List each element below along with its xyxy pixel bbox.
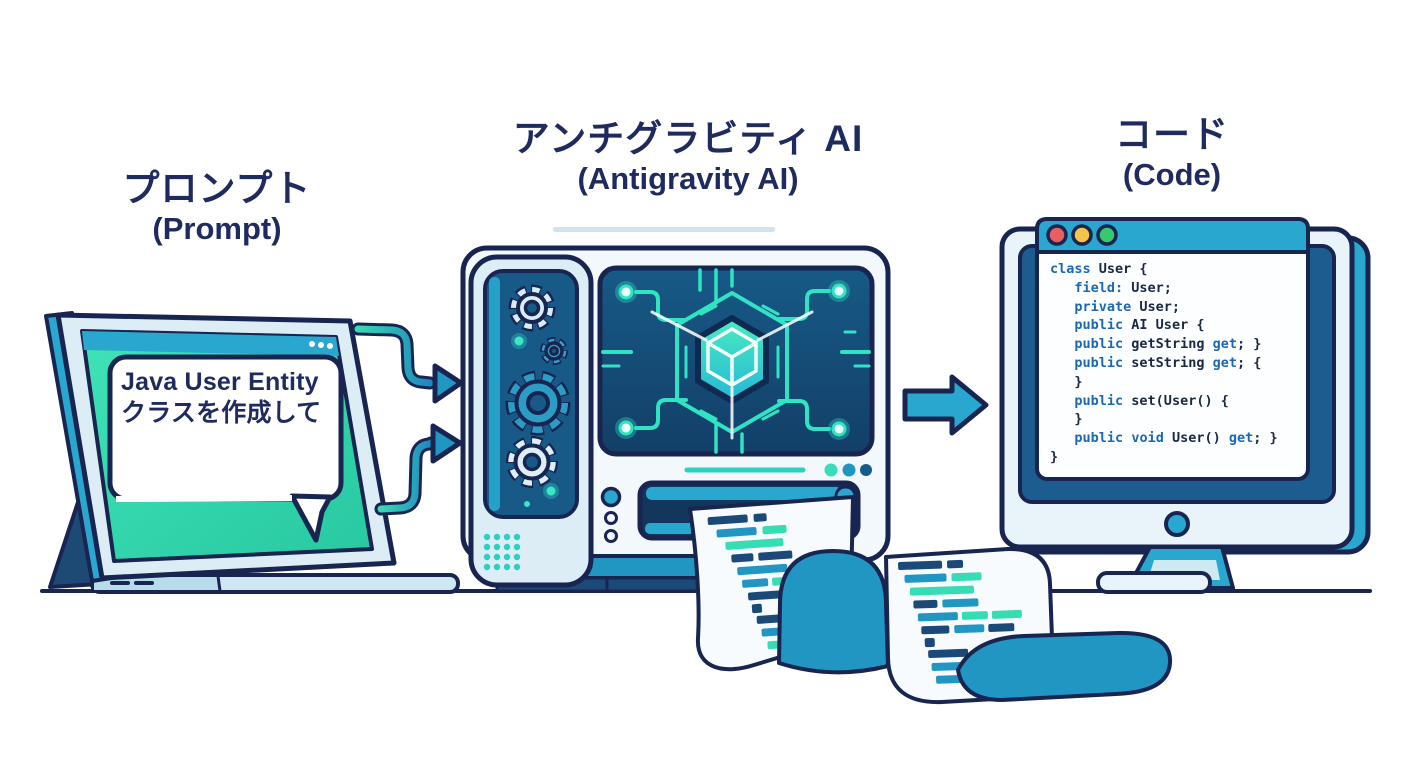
code-title-en: (Code) bbox=[1122, 156, 1222, 192]
ai-title-ja: アンチグラビティ AI bbox=[512, 118, 864, 159]
gear-tower bbox=[468, 254, 594, 588]
titlebar-dot-icon bbox=[309, 341, 315, 347]
ribbon-curl-end bbox=[956, 630, 1173, 702]
titlebar-dot-icon bbox=[327, 343, 333, 349]
code-line: } bbox=[1050, 373, 1083, 390]
control-knob bbox=[604, 529, 618, 543]
code-line: } bbox=[1050, 411, 1083, 428]
traffic-light-yellow-icon bbox=[1071, 224, 1093, 246]
glow-node-icons bbox=[615, 280, 850, 440]
code-line: field: User; bbox=[1074, 279, 1172, 296]
gear-icon bbox=[540, 337, 568, 365]
code-ribbon bbox=[688, 495, 1173, 705]
titlebar-dot-icon bbox=[318, 342, 324, 348]
prompt-bubble-line1: Java User Entity bbox=[121, 368, 319, 396]
code-line: public AI User { bbox=[1074, 317, 1205, 334]
prompt-stage-title: プロンプト (Prompt) bbox=[37, 168, 397, 247]
speech-bubble-tail bbox=[289, 493, 333, 543]
arrowhead-icon bbox=[430, 423, 463, 464]
flow-arrow-prompt-to-ai-2 bbox=[374, 423, 463, 516]
cube-icon bbox=[706, 327, 758, 387]
code-line: } bbox=[1050, 448, 1059, 465]
monitor-base bbox=[1096, 571, 1212, 594]
traffic-light-green-icon bbox=[1096, 224, 1118, 246]
laptop-base-left bbox=[94, 577, 218, 590]
code-line: class User { bbox=[1050, 261, 1148, 277]
tablet-titlebar bbox=[82, 331, 339, 356]
circuit-screen bbox=[597, 265, 875, 457]
code-window bbox=[1035, 217, 1310, 481]
gear-icon bbox=[508, 284, 556, 332]
ribbon-fold-hump bbox=[777, 549, 890, 675]
status-dot bbox=[824, 463, 838, 477]
code-line: public set(User() { bbox=[1074, 392, 1229, 409]
radial-highlight-lines bbox=[650, 310, 814, 440]
glow-dot bbox=[524, 501, 530, 507]
prompt-bubble-line2: クラスを作成して bbox=[121, 399, 322, 427]
prompt-title-ja: プロンプト bbox=[122, 168, 312, 209]
code-line: public setString get; { bbox=[1074, 354, 1262, 371]
code-line: public getString get; } bbox=[1074, 336, 1262, 353]
status-dot bbox=[860, 464, 872, 476]
ai-title-en: (Antigravity AI) bbox=[577, 160, 799, 196]
code-line: private User; bbox=[1074, 298, 1181, 315]
monitor-button-icon bbox=[1164, 511, 1190, 537]
code-title-ja: コード bbox=[1115, 114, 1229, 155]
control-knob bbox=[604, 511, 618, 525]
prompt-device bbox=[44, 311, 460, 594]
gear-icon bbox=[505, 370, 571, 436]
ai-title-underline bbox=[553, 227, 775, 232]
prompt-bubble-text: Java User Entity クラスを作成して bbox=[121, 367, 336, 429]
code-line: public void User() get; } bbox=[1074, 430, 1278, 447]
prompt-title-en: (Prompt) bbox=[152, 210, 282, 246]
code-monitor bbox=[999, 217, 1371, 594]
gear-icon bbox=[506, 436, 558, 488]
vent-dot-grid bbox=[483, 533, 521, 571]
ai-stage-title: アンチグラビティ AI (Antigravity AI) bbox=[508, 118, 868, 197]
traffic-light-red-icon bbox=[1046, 224, 1068, 246]
hexagon-deco-dashes bbox=[684, 304, 780, 421]
control-knob bbox=[600, 486, 622, 508]
code-listing: class User { field: User; private User; … bbox=[1050, 261, 1306, 468]
code-stage-title: コード (Code) bbox=[992, 114, 1352, 193]
flow-arrow-ai-to-code bbox=[902, 374, 989, 436]
arrowhead-icon bbox=[432, 363, 464, 404]
flow-arrow-prompt-to-ai-1 bbox=[351, 322, 464, 404]
status-dot bbox=[842, 463, 856, 477]
